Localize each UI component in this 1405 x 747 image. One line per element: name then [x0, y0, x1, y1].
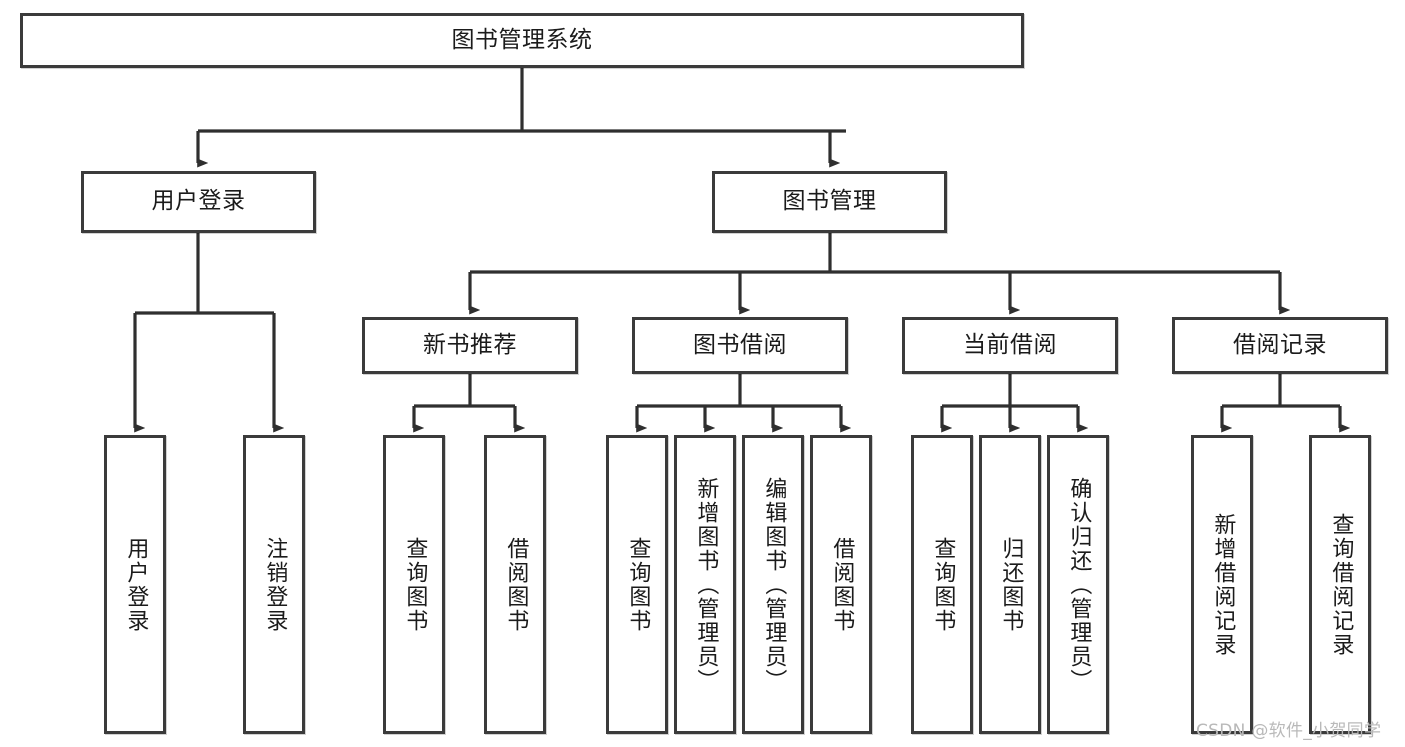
node-leaf-user-login[interactable]: 用户登录 [104, 435, 166, 734]
node-leaf-query-book-c-label: 查询图书 [930, 536, 956, 633]
node-root-label: 图书管理系统 [451, 26, 593, 53]
node-current-borrow[interactable]: 当前借阅 [902, 317, 1118, 374]
node-leaf-query-record[interactable]: 查询借阅记录 [1309, 435, 1371, 734]
node-leaf-edit-book[interactable]: 编辑图书（管理员） [742, 435, 804, 734]
node-new-book-recommend[interactable]: 新书推荐 [362, 317, 578, 374]
node-leaf-add-record-label: 新增借阅记录 [1210, 512, 1236, 657]
node-leaf-query-book-a[interactable]: 查询图书 [383, 435, 445, 734]
node-leaf-query-record-label: 查询借阅记录 [1328, 512, 1354, 657]
node-leaf-add-record[interactable]: 新增借阅记录 [1191, 435, 1253, 734]
node-leaf-return-book-label: 归还图书 [998, 536, 1024, 633]
node-book-borrow-label: 图书借阅 [693, 331, 787, 358]
node-leaf-confirm-return-label: 确认归还（管理员） [1066, 476, 1092, 693]
node-leaf-add-book[interactable]: 新增图书（管理员） [674, 435, 736, 734]
node-leaf-user-login-label: 用户登录 [123, 536, 149, 633]
node-leaf-query-book-b-label: 查询图书 [625, 536, 651, 633]
node-user-login-label: 用户登录 [151, 188, 246, 215]
node-leaf-query-book-b[interactable]: 查询图书 [606, 435, 668, 734]
node-leaf-borrow-book-b[interactable]: 借阅图书 [810, 435, 872, 734]
node-borrow-record[interactable]: 借阅记录 [1172, 317, 1388, 374]
node-book-borrow[interactable]: 图书借阅 [632, 317, 848, 374]
node-leaf-add-book-label: 新增图书（管理员） [693, 476, 719, 693]
node-leaf-query-book-c[interactable]: 查询图书 [911, 435, 973, 734]
node-user-login[interactable]: 用户登录 [81, 171, 316, 233]
node-leaf-borrow-book-a-label: 借阅图书 [503, 536, 529, 633]
node-root[interactable]: 图书管理系统 [20, 13, 1024, 68]
node-leaf-logout-login-label: 注销登录 [262, 536, 288, 633]
node-leaf-logout-login[interactable]: 注销登录 [243, 435, 305, 734]
node-leaf-borrow-book-a[interactable]: 借阅图书 [484, 435, 546, 734]
node-leaf-query-book-a-label: 查询图书 [402, 536, 428, 633]
node-book-manage-label: 图书管理 [782, 188, 877, 215]
node-book-manage[interactable]: 图书管理 [712, 171, 947, 233]
node-new-book-recommend-label: 新书推荐 [423, 331, 517, 358]
node-current-borrow-label: 当前借阅 [963, 331, 1057, 358]
node-leaf-borrow-book-b-label: 借阅图书 [829, 536, 855, 633]
node-leaf-confirm-return[interactable]: 确认归还（管理员） [1047, 435, 1109, 734]
node-leaf-edit-book-label: 编辑图书（管理员） [761, 476, 787, 693]
node-leaf-return-book[interactable]: 归还图书 [979, 435, 1041, 734]
node-borrow-record-label: 借阅记录 [1233, 331, 1327, 358]
